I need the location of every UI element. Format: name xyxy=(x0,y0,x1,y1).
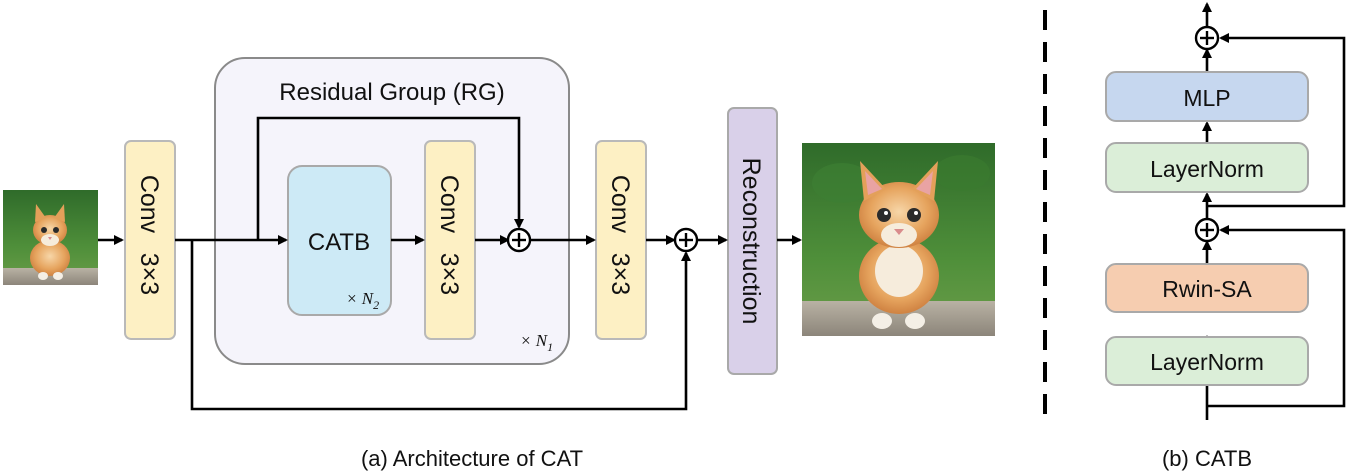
catb-repeat-n2: × N2 xyxy=(346,289,379,312)
conv-block-2-kernel: 3×3 xyxy=(435,253,463,295)
catb-rwin-sa-block xyxy=(1105,263,1309,313)
conv-block-3 xyxy=(595,140,647,340)
conv-block-3-label: Conv xyxy=(606,175,634,234)
caption-b: (b) CATB xyxy=(1162,446,1252,471)
catb-layernorm-2-label: LayerNorm xyxy=(1150,349,1264,375)
add-node-rg xyxy=(506,227,532,253)
input-image xyxy=(3,190,98,285)
conv-block-2 xyxy=(424,140,476,340)
conv-block-2-label: Conv xyxy=(435,175,463,234)
residual-group-title: Residual Group (RG) xyxy=(279,79,504,106)
connections-a xyxy=(98,116,802,411)
reconstruction-label: Reconstruction xyxy=(737,158,765,325)
catb-layernorm-2-block xyxy=(1105,336,1309,386)
catb-rwin-sa-label: Rwin-SA xyxy=(1162,276,1252,302)
output-image xyxy=(802,143,995,336)
catb-layernorm-1-block xyxy=(1105,142,1309,193)
add-node-global xyxy=(673,227,699,253)
catb-mlp-block xyxy=(1105,71,1309,122)
caption-a: (a) Architecture of CAT xyxy=(361,446,583,471)
catb-mlp-label: MLP xyxy=(1183,85,1230,111)
catb-add-node-2 xyxy=(1194,25,1220,51)
catb-add-node-1 xyxy=(1194,217,1220,243)
conv-block-1 xyxy=(124,140,176,340)
conv-block-3-kernel: 3×3 xyxy=(606,253,634,295)
rg-repeat-n1: × N1 xyxy=(520,331,553,354)
conv-block-1-label: Conv xyxy=(135,175,163,234)
catb-block-label: CATB xyxy=(308,229,370,256)
catb-layernorm-1-label: LayerNorm xyxy=(1150,156,1264,182)
conv-block-1-kernel: 3×3 xyxy=(135,253,163,295)
